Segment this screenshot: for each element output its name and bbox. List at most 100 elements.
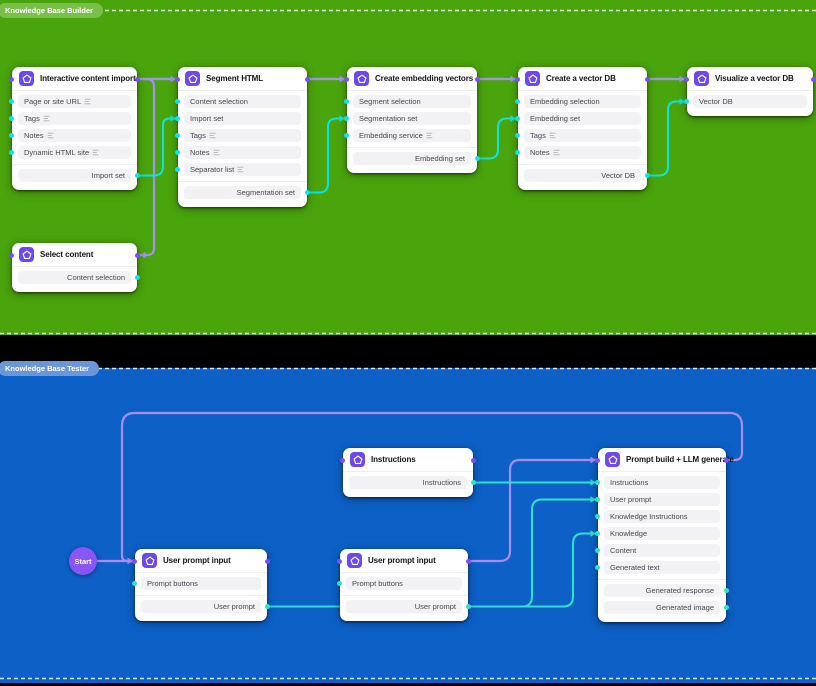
- header-in-port[interactable]: [337, 558, 342, 564]
- input-port[interactable]: [9, 99, 14, 104]
- header-out-port[interactable]: [475, 76, 480, 82]
- input-port[interactable]: [344, 99, 349, 104]
- header-out-port[interactable]: [724, 457, 729, 463]
- input-port[interactable]: [595, 514, 600, 519]
- field-row-input[interactable]: Knowledge: [604, 527, 720, 540]
- field-row-output[interactable]: Content selection: [18, 271, 131, 284]
- node-header[interactable]: Select content: [12, 243, 137, 267]
- input-port[interactable]: [132, 581, 137, 586]
- field-row-input[interactable]: Import set: [184, 112, 301, 125]
- output-port[interactable]: [471, 480, 476, 485]
- field-row-input[interactable]: Separator list: [184, 163, 301, 176]
- field-row-input[interactable]: Notes: [524, 146, 641, 159]
- output-port[interactable]: [305, 190, 310, 195]
- output-port[interactable]: [265, 604, 270, 609]
- header-in-port[interactable]: [340, 457, 345, 463]
- node-visualize-a-vector-db[interactable]: Visualize a vector DB Vector DB: [684, 67, 816, 116]
- node-header[interactable]: User prompt input: [340, 549, 468, 573]
- field-row-input[interactable]: Embedding service: [353, 129, 471, 142]
- header-out-port[interactable]: [135, 76, 140, 82]
- node-header[interactable]: Segment HTML: [178, 67, 307, 91]
- input-port[interactable]: [595, 497, 600, 502]
- header-in-port[interactable]: [9, 252, 14, 258]
- input-port[interactable]: [515, 99, 520, 104]
- field-row-input[interactable]: Page or site URL: [18, 95, 131, 108]
- output-port[interactable]: [135, 275, 140, 280]
- input-port[interactable]: [9, 150, 14, 155]
- output-port[interactable]: [724, 605, 729, 610]
- field-row-input[interactable]: Notes: [18, 129, 131, 142]
- input-port[interactable]: [337, 581, 342, 586]
- header-in-port[interactable]: [175, 76, 180, 82]
- header-out-port[interactable]: [305, 76, 310, 82]
- field-row-input[interactable]: Embedding set: [524, 112, 641, 125]
- input-port[interactable]: [515, 133, 520, 138]
- field-row-input[interactable]: Notes: [184, 146, 301, 159]
- field-row-input[interactable]: Vector DB: [693, 95, 807, 108]
- input-port[interactable]: [9, 116, 14, 121]
- input-port[interactable]: [175, 99, 180, 104]
- field-row-input[interactable]: Dynamic HTML site: [18, 146, 131, 159]
- field-row-output[interactable]: Instructions: [349, 476, 467, 489]
- header-in-port[interactable]: [132, 558, 137, 564]
- node-header[interactable]: Instructions: [343, 448, 473, 472]
- field-row-output[interactable]: Generated response: [604, 584, 720, 597]
- field-row-output[interactable]: Vector DB: [524, 169, 641, 182]
- field-row-input[interactable]: Generated text: [604, 561, 720, 574]
- field-row-input[interactable]: Knowledge Instructions: [604, 510, 720, 523]
- header-out-port[interactable]: [265, 558, 270, 564]
- field-row-input[interactable]: Content: [604, 544, 720, 557]
- node-header[interactable]: Interactive content import: [12, 67, 137, 91]
- input-port[interactable]: [684, 99, 689, 104]
- field-row-input[interactable]: Embedding selection: [524, 95, 641, 108]
- field-row-input[interactable]: Tags: [184, 129, 301, 142]
- field-row-input[interactable]: Tags: [18, 112, 131, 125]
- output-port[interactable]: [475, 156, 480, 161]
- input-port[interactable]: [175, 167, 180, 172]
- start-node[interactable]: Start: [69, 547, 97, 575]
- input-port[interactable]: [344, 133, 349, 138]
- field-row-input[interactable]: Segmentation set: [353, 112, 471, 125]
- input-port[interactable]: [344, 116, 349, 121]
- input-port[interactable]: [595, 531, 600, 536]
- header-in-port[interactable]: [344, 76, 349, 82]
- group-label-builder[interactable]: Knowledge Base Builder: [0, 3, 103, 18]
- output-port[interactable]: [466, 604, 471, 609]
- header-out-port[interactable]: [135, 252, 140, 258]
- input-port[interactable]: [595, 548, 600, 553]
- node-header[interactable]: Visualize a vector DB: [687, 67, 813, 91]
- header-out-port[interactable]: [811, 76, 816, 82]
- field-row-input[interactable]: Tags: [524, 129, 641, 142]
- header-in-port[interactable]: [595, 457, 600, 463]
- header-in-port[interactable]: [9, 76, 14, 82]
- header-out-port[interactable]: [466, 558, 471, 564]
- field-row-output[interactable]: User prompt: [346, 600, 462, 613]
- header-in-port[interactable]: [684, 76, 689, 82]
- node-header[interactable]: User prompt input: [135, 549, 267, 573]
- header-in-port[interactable]: [515, 76, 520, 82]
- input-port[interactable]: [175, 116, 180, 121]
- output-port[interactable]: [135, 173, 140, 178]
- field-row-input[interactable]: Content selection: [184, 95, 301, 108]
- input-port[interactable]: [595, 480, 600, 485]
- field-row-input[interactable]: Segment selection: [353, 95, 471, 108]
- field-row-output[interactable]: User prompt: [141, 600, 261, 613]
- input-port[interactable]: [175, 150, 180, 155]
- output-port[interactable]: [724, 588, 729, 593]
- input-port[interactable]: [595, 565, 600, 570]
- field-row-input[interactable]: Prompt buttons: [141, 577, 261, 590]
- node-header[interactable]: Create a vector DB: [518, 67, 647, 91]
- node-header[interactable]: Create embedding vectors: [347, 67, 477, 91]
- field-row-output[interactable]: Generated image: [604, 601, 720, 614]
- input-port[interactable]: [175, 133, 180, 138]
- output-port[interactable]: [645, 173, 650, 178]
- field-row-input[interactable]: User prompt: [604, 493, 720, 506]
